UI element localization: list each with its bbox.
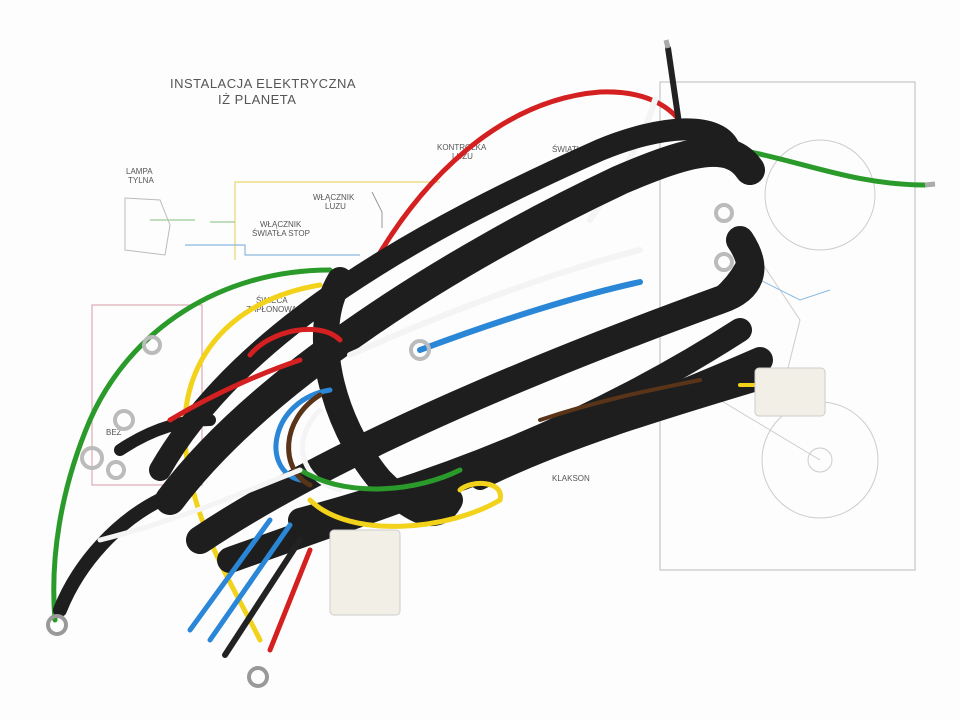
ring-terminal: [409, 339, 431, 361]
diagram-line-blue-2: [759, 279, 831, 301]
ring-terminal: [106, 460, 126, 480]
white-wire: [347, 247, 643, 358]
cable-bundle: [53, 118, 773, 617]
wires-front: [97, 247, 762, 658]
wiring-diagram-sheet: INSTALACJA ELEKTRYCZNA IŻ PLANETA LAMPA …: [91, 76, 916, 571]
label-swiatla: ŚWIATŁA: [552, 145, 587, 154]
lamp-drawing: [124, 197, 171, 256]
blue-wire-end-2: [207, 522, 293, 643]
green-wire-loop: [297, 467, 463, 492]
green-wire-left: [51, 267, 333, 623]
ring-terminal: [142, 335, 162, 355]
red-wire-end: [267, 547, 313, 653]
label-luzu: LUZU: [325, 202, 346, 211]
diagram-title: INSTALACJA ELEKTRYCZNA: [170, 76, 356, 91]
ring-terminal: [80, 446, 104, 470]
ring-terminal: [247, 666, 269, 688]
label-lampa: LAMPA: [126, 167, 153, 176]
red-wire-loop: [247, 326, 343, 358]
diagram-line-yellow: [234, 181, 440, 260]
diagram-line-blue: [185, 244, 360, 256]
brown-wire: [538, 378, 702, 422]
ring-terminal: [714, 203, 734, 223]
terminals: [46, 39, 936, 688]
blue-wire: [417, 279, 643, 353]
white-wire-left: [97, 467, 303, 543]
black-wire-top: [665, 45, 683, 133]
connector-right: [754, 367, 826, 417]
black-wire-end: [222, 537, 303, 658]
ring-terminal: [46, 614, 68, 636]
white-wire-loop: [300, 407, 343, 493]
ring-terminal: [113, 409, 135, 431]
diagram-line-green: [150, 219, 235, 223]
label-tylna: TYLNA: [128, 176, 154, 185]
label-wlacznik: WŁĄCZNIK: [313, 193, 355, 202]
pin-terminal: [663, 39, 671, 49]
label-zaplonowa: ZAPŁONOWA: [246, 305, 297, 314]
label-bez: BEZ: [106, 428, 122, 437]
wheel-drawing: [764, 139, 876, 251]
hub-drawing: [807, 447, 833, 473]
yellow-wire-loop: [307, 480, 503, 529]
brown-wire-loop: [286, 392, 323, 488]
switch-drawing: [371, 191, 383, 228]
pin-terminal: [924, 181, 936, 188]
connector-bottom: [329, 529, 401, 616]
red-wire: [367, 89, 693, 273]
label-wlacznik-stop: WŁĄCZNIK: [260, 220, 302, 229]
label-kontrolka: KONTROLKA: [437, 143, 487, 152]
label-klakson: KLAKSON: [552, 474, 590, 483]
diagram-subtitle: IŻ PLANETA: [218, 92, 296, 107]
ring-terminal: [714, 252, 734, 272]
blue-wire-end: [187, 517, 273, 633]
red-wire-left: [167, 357, 303, 423]
label-swiatla-stop: ŚWIATŁA STOP: [252, 229, 310, 238]
